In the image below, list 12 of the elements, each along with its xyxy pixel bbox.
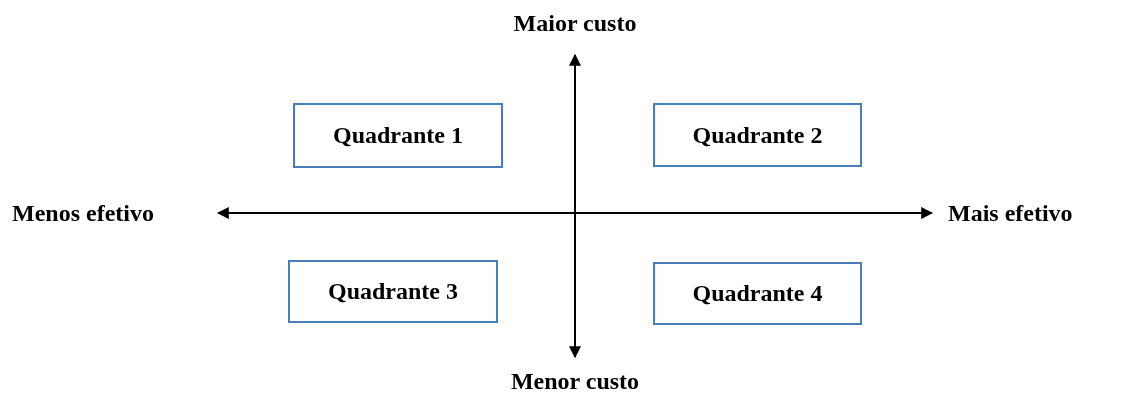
- quadrant-box: [653, 103, 862, 167]
- axis-label: Maior custo: [513, 10, 637, 37]
- quadrant-box: [293, 103, 503, 168]
- quadrant-box: [653, 262, 862, 325]
- quadrant-box: [288, 260, 498, 323]
- quadrant-label: Quadrante 2: [692, 121, 823, 149]
- quadrant-label: Quadrante 1: [333, 122, 463, 149]
- axis-label: Mais efetivo: [948, 200, 1073, 227]
- axis-label: Menos efetivo: [12, 200, 154, 227]
- axis-label: Menor custo: [510, 368, 640, 395]
- quadrant-label: Quadrante 3: [328, 278, 458, 305]
- quadrant-label: Quadrante 4: [692, 280, 823, 307]
